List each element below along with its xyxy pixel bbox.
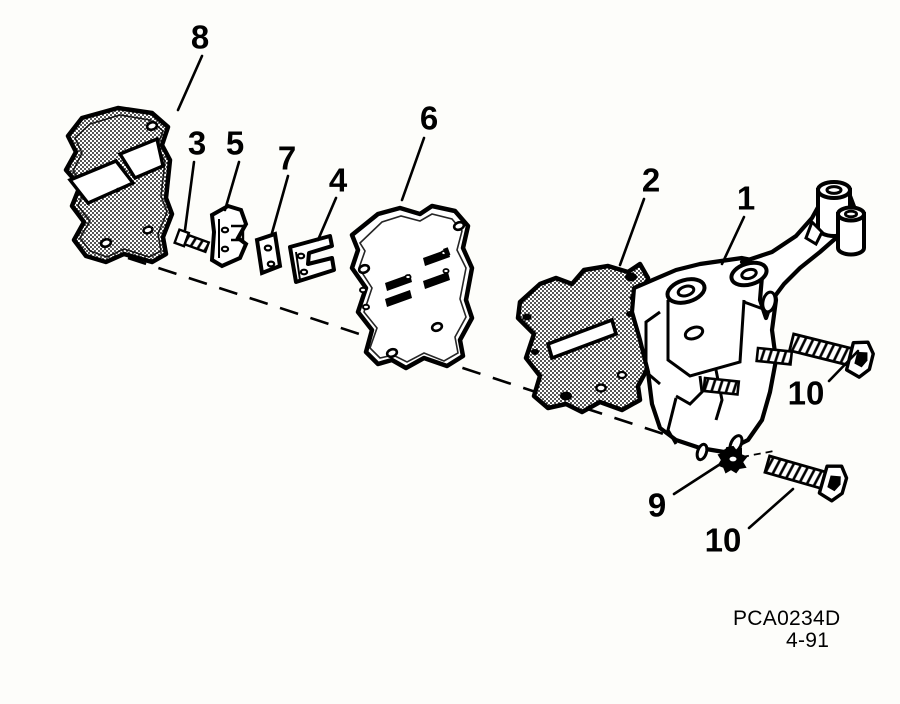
revision-date: 4-91 xyxy=(786,629,830,652)
part-2-leaf-plate-gasket xyxy=(515,261,653,415)
part-10-hex-bolt-upper xyxy=(787,332,875,379)
callout-10-upper: 10 xyxy=(787,374,825,412)
callout-5: 5 xyxy=(225,124,245,162)
callout-4: 4 xyxy=(328,161,348,199)
callout-3: 3 xyxy=(187,124,207,162)
part-1-intake-manifold xyxy=(629,180,866,462)
manifold-stud-upper xyxy=(755,346,794,366)
figure-code: PCA0234D xyxy=(733,607,841,630)
manifold-stud-lower xyxy=(702,376,741,396)
callout-7: 7 xyxy=(277,139,297,177)
callout-leader-lines xyxy=(176,54,860,530)
part-5-reed-stop xyxy=(209,203,249,269)
callout-10-lower: 10 xyxy=(704,521,742,559)
part-4-reed-petal xyxy=(288,234,336,284)
part-7-reed-spacer-plate xyxy=(254,231,283,276)
callout-6: 6 xyxy=(419,99,439,137)
callout-8: 8 xyxy=(190,18,210,56)
callout-9: 9 xyxy=(647,486,667,524)
callout-1: 1 xyxy=(736,179,756,217)
manifold-bolt-boss-left xyxy=(665,277,707,305)
part-8-reed-housing-gasket xyxy=(63,105,175,265)
part-9-lock-washer xyxy=(717,445,775,474)
manifold-bolt-boss-right xyxy=(729,260,769,288)
manifold-boss-lower xyxy=(836,205,866,257)
part-3-reed-stop-screw xyxy=(173,228,211,254)
part-10-hex-bolt-lower xyxy=(763,454,849,503)
part-6-leaf-plate xyxy=(349,203,475,371)
callout-2: 2 xyxy=(641,161,661,199)
